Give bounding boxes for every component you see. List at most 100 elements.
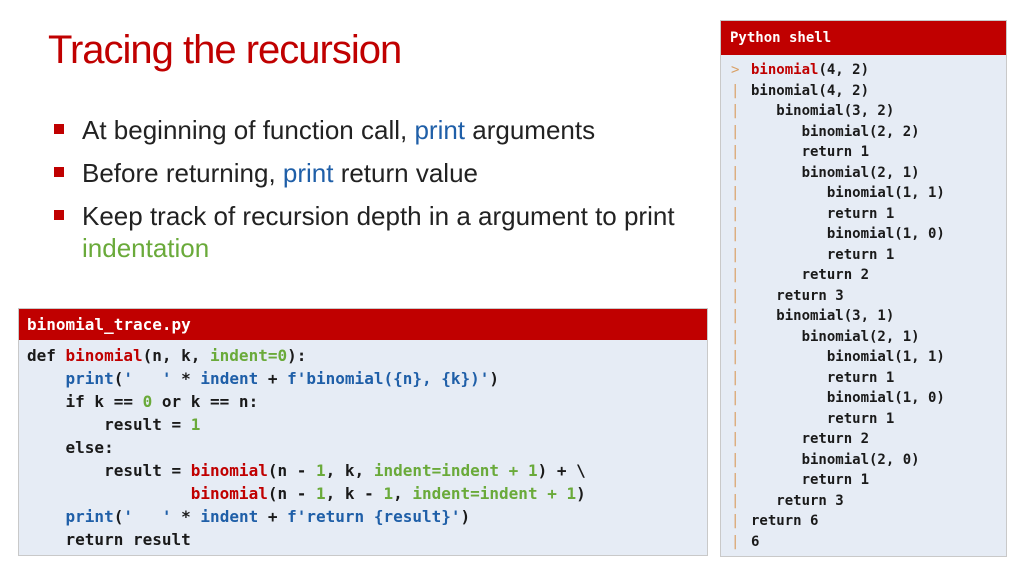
shell-output-text: return 6 [751, 513, 819, 529]
bullet-text: arguments [465, 115, 596, 145]
bullet-keyword: indentation [82, 233, 210, 263]
shell-line: | return 1 [721, 409, 1006, 430]
shell-output-text: return 1 [751, 369, 895, 386]
shell-line: | return 2 [721, 429, 1006, 450]
code-line: else: [27, 438, 114, 457]
shell-output-text: binomial(2, 1) [751, 328, 920, 345]
shell-gutter-marker: | [731, 492, 740, 509]
page-title: Tracing the recursion [48, 28, 402, 72]
shell-output-text: 6 [751, 533, 760, 550]
shell-gutter-marker: | [731, 185, 740, 201]
bullet-keyword: print [282, 158, 334, 188]
bullet-square-icon [54, 167, 64, 177]
shell-gutter-marker: | [731, 369, 740, 386]
shell-output-text: binomial(1, 0) [751, 226, 945, 242]
bullet-text: Keep track of recursion depth in a argum… [82, 201, 675, 231]
shell-line: | return 1 [721, 470, 1006, 491]
shell-output-text: return 1 [751, 472, 870, 488]
shell-line: | binomial(1, 1) [721, 347, 1006, 368]
code-line: result = binomial(n - 1, k, indent=inden… [27, 461, 586, 480]
code-line: return result [27, 530, 191, 549]
shell-gutter-marker: | [731, 410, 740, 427]
shell-line: | return 1 [721, 368, 1006, 389]
code-body: def binomial(n, k, indent=0): print(' ' … [19, 340, 707, 551]
shell-line: | binomial(2, 2) [721, 122, 1006, 143]
shell-gutter-marker: | [731, 103, 740, 119]
bullet-keyword: print [414, 115, 466, 145]
shell-output-text: binomial(1, 1) [751, 185, 945, 201]
shell-line: | binomial(1, 0) [721, 224, 1006, 245]
code-line: def binomial(n, k, indent=0): [27, 346, 307, 365]
shell-gutter-marker: | [731, 82, 740, 99]
shell-gutter-marker: | [731, 123, 740, 140]
shell-gutter-marker: | [731, 164, 740, 181]
shell-gutter-marker: | [731, 287, 740, 304]
shell-gutter-marker: | [731, 328, 740, 345]
shell-output-text: return 3 [751, 287, 844, 304]
bullet-item: Before returning, print return value [52, 157, 692, 189]
bullet-list: At beginning of function call, print arg… [52, 114, 692, 275]
shell-output-text: binomial(3, 2) [751, 103, 895, 119]
shell-line: | return 1 [721, 204, 1006, 225]
code-line: binomial(n - 1, k - 1, indent=indent + 1… [190, 484, 586, 503]
code-filename: binomial_trace.py [19, 309, 707, 340]
shell-line: | binomial(2, 1) [721, 163, 1006, 184]
shell-output-text: binomial(4, 2) [751, 82, 870, 99]
shell-line: | binomial(4, 2) [721, 81, 1006, 102]
shell-output-text: return 2 [751, 431, 870, 447]
shell-gutter-marker: > [731, 62, 740, 78]
code-panel: binomial_trace.py def binomial(n, k, ind… [18, 308, 708, 556]
code-line: print(' ' * indent + f'return {result}') [65, 507, 471, 526]
shell-line: | binomial(2, 0) [721, 450, 1006, 471]
bullet-text: At beginning of function call, [82, 115, 415, 145]
shell-gutter-marker: | [731, 246, 740, 263]
shell-gutter-marker: | [731, 451, 740, 468]
shell-gutter-marker: | [731, 308, 740, 324]
shell-gutter-marker: | [731, 431, 740, 447]
shell-gutter-marker: | [731, 267, 740, 283]
shell-output-text: binomial(2, 2) [751, 123, 920, 140]
code-line: if k == 0 or k == n: [27, 392, 259, 411]
code-line: result = 1 [27, 415, 201, 434]
shell-output-text: binomial(2, 0) [751, 451, 920, 468]
shell-output-text: return 2 [751, 267, 870, 283]
shell-gutter-marker: | [731, 144, 740, 160]
code-line: print(' ' * indent + f'binomial({n}, {k}… [65, 369, 500, 388]
shell-line: | return 1 [721, 245, 1006, 266]
shell-line: | binomial(1, 0) [721, 388, 1006, 409]
shell-output-text: return 1 [751, 410, 895, 427]
shell-output: >binomial(4, 2)|binomial(4, 2)| binomial… [721, 55, 1006, 552]
bullet-square-icon [54, 124, 64, 134]
shell-line: |6 [721, 532, 1006, 553]
shell-output-text: binomial(1, 1) [751, 349, 945, 365]
shell-gutter-marker: | [731, 513, 740, 529]
shell-command: binomial(4, 2) [751, 62, 870, 78]
shell-title: Python shell [721, 21, 1006, 55]
shell-line: | binomial(3, 2) [721, 101, 1006, 122]
shell-gutter-marker: | [731, 390, 740, 406]
bullet-text: return value [333, 158, 478, 188]
shell-gutter-marker: | [731, 226, 740, 242]
shell-line: | return 3 [721, 491, 1006, 512]
bullet-item: Keep track of recursion depth in a argum… [52, 200, 692, 264]
shell-output-text: return 1 [751, 144, 870, 160]
bullet-square-icon [54, 210, 64, 220]
shell-output-text: binomial(3, 1) [751, 308, 895, 324]
shell-output-text: binomial(2, 1) [751, 164, 920, 181]
shell-line: | binomial(1, 1) [721, 183, 1006, 204]
shell-output-text: return 1 [751, 205, 895, 222]
shell-line: | return 1 [721, 142, 1006, 163]
shell-output-text: return 3 [751, 492, 844, 509]
bullet-item: At beginning of function call, print arg… [52, 114, 692, 146]
shell-line: > binomial(4, 2) [721, 60, 1006, 81]
shell-gutter-marker: | [731, 205, 740, 222]
bullet-text: Before returning, [82, 158, 283, 188]
python-shell-panel: Python shell > binomial(4, 2) | binomial(4,… [720, 20, 1007, 557]
shell-output-text: binomial(1, 0) [751, 390, 945, 406]
shell-output-text: return 1 [751, 246, 895, 263]
shell-line: | return 3 [721, 286, 1006, 307]
shell-gutter-marker: | [731, 349, 740, 365]
shell-gutter-marker: | [731, 533, 740, 550]
shell-line: | binomial(3, 1) [721, 306, 1006, 327]
shell-line: | return 2 [721, 265, 1006, 286]
